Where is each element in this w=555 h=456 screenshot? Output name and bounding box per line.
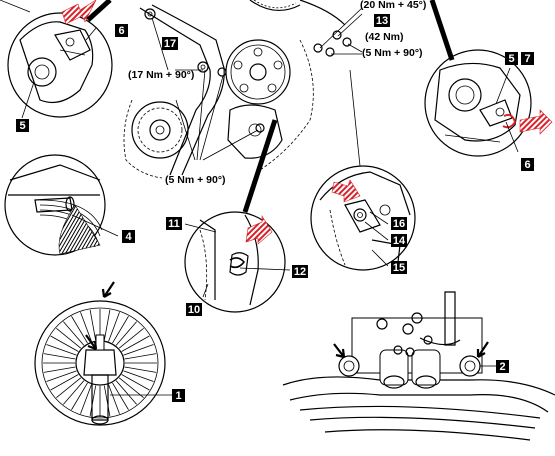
pulley-spoke <box>71 316 88 344</box>
callout-17: 17 <box>162 37 178 50</box>
callout-10: 10 <box>186 303 202 316</box>
pulley-spoke <box>71 382 88 410</box>
callout-12: 12 <box>292 265 308 278</box>
pulley-spoke <box>103 309 111 341</box>
timing-chain-assembly <box>123 0 363 179</box>
pulley-spoke <box>123 344 154 356</box>
pulley-spoke <box>124 366 157 373</box>
pulley-spoke <box>63 380 85 405</box>
pulley-spoke <box>89 309 97 341</box>
svg-text:17: 17 <box>164 38 176 50</box>
callout-6-right: 6 <box>521 158 534 171</box>
arrow-icon <box>101 281 115 298</box>
pulley-spoke <box>80 384 92 414</box>
pulley-spoke <box>43 353 76 360</box>
detail-circle-center <box>184 119 291 313</box>
svg-text:6: 6 <box>524 159 530 171</box>
pulley-spoke <box>108 312 120 342</box>
svg-text:5: 5 <box>508 53 514 65</box>
pulley-spoke <box>118 377 144 399</box>
pulley-spoke <box>121 335 150 352</box>
detail-circle-left-middle <box>4 154 119 256</box>
svg-text:10: 10 <box>188 304 200 316</box>
svg-text:11: 11 <box>168 218 180 230</box>
svg-text:15: 15 <box>393 262 405 274</box>
pulley-spoke <box>43 366 76 373</box>
pulley-spoke <box>56 377 82 399</box>
callout-16: 16 <box>391 217 407 230</box>
pulley-spoke <box>50 374 79 391</box>
callout-6-top-left: 6 <box>115 24 128 37</box>
pulley-spoke <box>89 385 97 417</box>
pulley-spoke <box>103 385 111 417</box>
pulley-spoke <box>108 384 120 414</box>
engine-block-bottom <box>282 291 555 441</box>
pulley-spoke <box>46 370 77 382</box>
torque-label-5-90-right: (5 Nm + 90°) <box>362 47 423 59</box>
pulley-spoke <box>56 327 82 349</box>
pulley-with-tool <box>34 300 172 426</box>
torque-label-17-90: (17 Nm + 90°) <box>128 69 194 81</box>
callout-11: 11 <box>166 217 182 230</box>
svg-text:7: 7 <box>524 53 530 65</box>
svg-text:5: 5 <box>19 120 25 132</box>
pulley-spoke <box>112 382 129 410</box>
svg-text:2: 2 <box>499 361 505 373</box>
callout-5-right: 5 <box>505 52 518 65</box>
callout-14: 14 <box>391 234 407 247</box>
svg-text:4: 4 <box>125 231 132 243</box>
callout-1: 1 <box>172 389 185 402</box>
pulley-spoke <box>63 321 85 346</box>
callout-15: 15 <box>391 261 407 274</box>
pulley-spoke <box>50 335 79 352</box>
pulley-spoke <box>123 370 154 382</box>
svg-text:6: 6 <box>118 25 124 37</box>
pulley-spoke <box>112 316 129 344</box>
torque-label-5-90-center: (5 Nm + 90°) <box>165 174 226 186</box>
callout-4: 4 <box>122 230 135 243</box>
arrow-icon <box>85 334 98 351</box>
detail-circle-right-middle <box>310 69 416 271</box>
callout-7: 7 <box>521 52 534 65</box>
callout-2: 2 <box>496 360 509 373</box>
arrow-icon <box>476 341 489 358</box>
svg-text:13: 13 <box>376 15 388 27</box>
svg-text:12: 12 <box>294 266 306 278</box>
torque-label-42: (42 Nm) <box>365 31 404 43</box>
callout-5-left: 5 <box>16 119 29 132</box>
arrow-icon <box>333 343 346 359</box>
svg-text:1: 1 <box>175 390 181 402</box>
pulley-spoke <box>121 374 150 391</box>
pulley-spoke <box>118 327 144 349</box>
detail-circle-top-left <box>0 0 113 119</box>
pulley-spoke <box>124 353 157 360</box>
callout-13: 13 <box>374 14 390 27</box>
svg-text:16: 16 <box>393 218 405 230</box>
pulley-spoke <box>115 321 137 346</box>
detail-circle-right-top <box>424 0 553 157</box>
pulley-spoke <box>115 380 137 405</box>
svg-text:14: 14 <box>393 235 406 247</box>
pulley-spoke <box>80 312 92 342</box>
torque-label-20-45: (20 Nm + 45°) <box>360 0 426 11</box>
pulley-spoke <box>46 344 77 356</box>
